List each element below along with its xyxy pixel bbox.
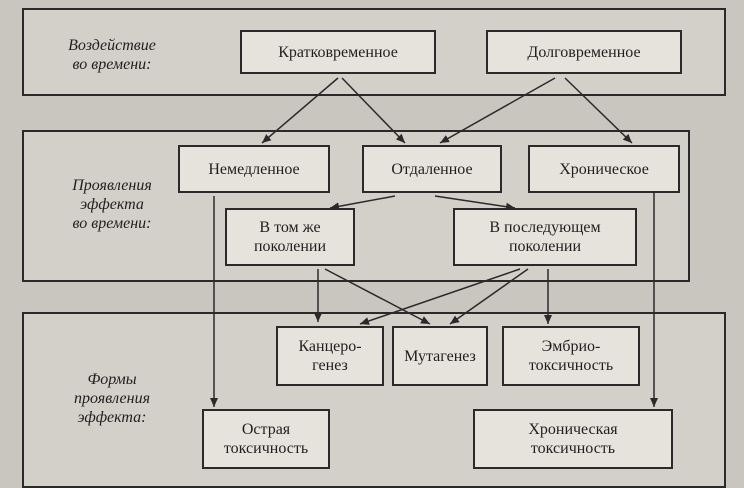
arrow-short-to-immediate — [261, 77, 339, 144]
node-delayed: Отдаленное — [362, 145, 502, 193]
node-acute-toxicity: Острая токсичность — [202, 409, 330, 469]
node-long-term: Долговременное — [486, 30, 682, 74]
arrow-long-to-chronic — [564, 77, 633, 144]
node-immediate: Немедленное — [178, 145, 330, 193]
section-label-effect-in-time: Проявления эффекта во времени: — [72, 177, 152, 232]
section-label-time-impact: Воздействие во времени: — [68, 37, 156, 73]
arrow-long-to-delayed — [439, 77, 556, 144]
section-label-effect-forms: Формы проявления эффекта: — [73, 371, 151, 426]
arrow-short-to-delayed — [341, 77, 406, 144]
node-chronic-toxicity: Хроническая токсичность — [473, 409, 673, 469]
node-short-term: Кратковременное — [240, 30, 436, 74]
node-mutagenesis: Мутагенез — [392, 326, 488, 386]
arrow-same-to-mutagen — [324, 268, 431, 325]
arrow-next-to-carcino — [359, 268, 521, 325]
node-embryotoxicity: Эмбрио- токсичность — [502, 326, 640, 386]
arrow-delayed-to-same — [329, 195, 396, 211]
arrow-next-to-mutagen — [449, 268, 529, 325]
node-chronic: Хроническое — [528, 145, 680, 193]
node-same-generation: В том же поколении — [225, 208, 355, 266]
node-carcinogenesis: Канцеро- генез — [276, 326, 384, 386]
arrow-delayed-to-next — [434, 195, 516, 211]
node-next-generation: В последующем поколении — [453, 208, 637, 266]
